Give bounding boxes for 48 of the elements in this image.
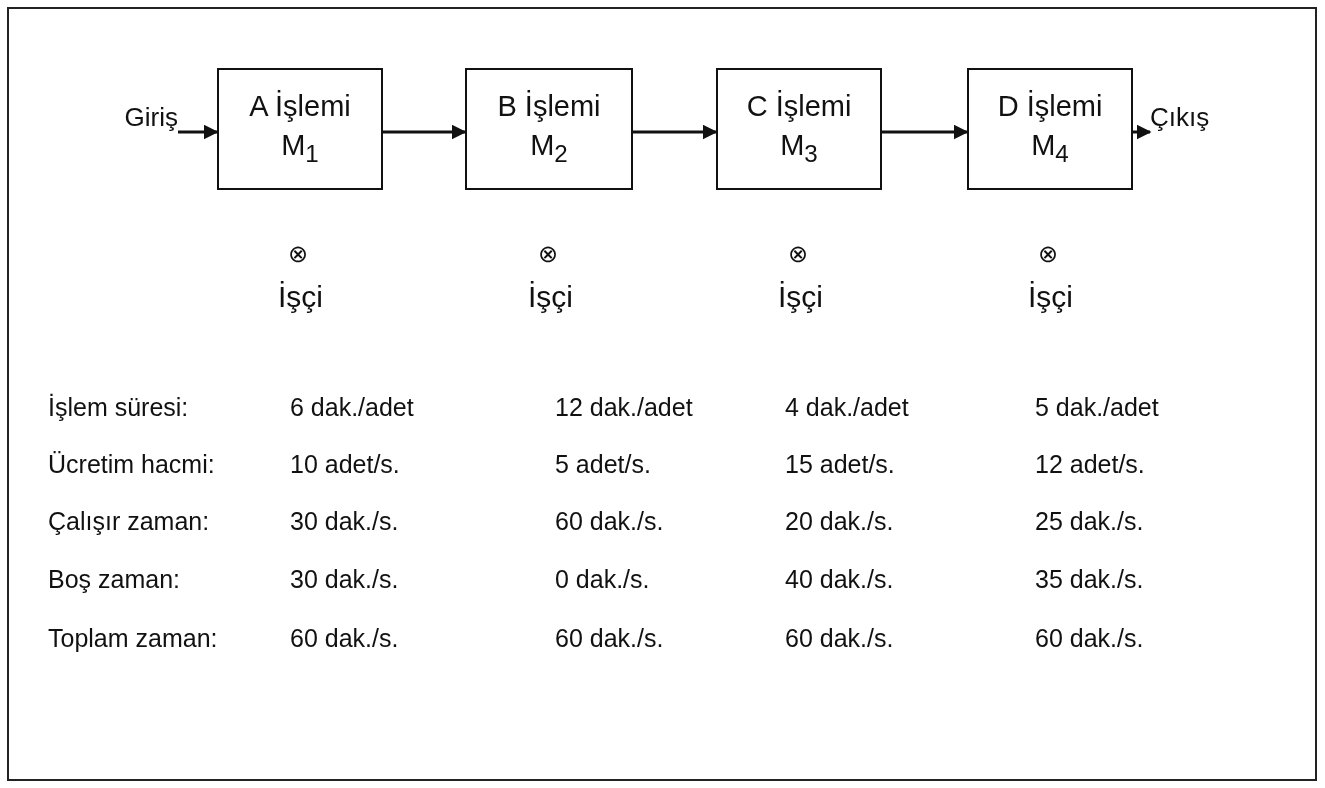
table-value: 60 dak./s.: [1035, 624, 1144, 653]
flow-label: Giriş: [123, 104, 178, 132]
process-box: [716, 68, 882, 190]
table-value: 5 adet/s.: [555, 450, 651, 479]
process-label: C İşlemi M$_{3}$: [745, 89, 853, 170]
table-value: 12 dak./adet: [555, 393, 693, 422]
flow-label: Çıkış: [1150, 104, 1211, 132]
table-value: 4 dak./adet: [785, 393, 909, 422]
table-value: 0 dak./s.: [555, 565, 650, 594]
worker-label: İşçi: [778, 280, 823, 314]
table-value: 20 dak./s.: [785, 507, 894, 536]
worker-symbol: ⊗: [288, 240, 308, 268]
worker-symbol: ⊗: [538, 240, 558, 268]
table-value: 40 dak./s.: [785, 565, 894, 594]
process-label: D İşlemi M$_{4}$: [996, 89, 1104, 170]
worker-label: İşçi: [1028, 280, 1073, 314]
table-value: 30 dak./s.: [290, 565, 399, 594]
table-value: 25 dak./s.: [1035, 507, 1144, 536]
row-header: Ücretim hacmi:: [48, 450, 215, 479]
row-header: Çalışır zaman:: [48, 507, 210, 536]
process-label: A İşlemi M$_{1}$: [248, 89, 352, 170]
table-value: 60 dak./s.: [555, 507, 664, 536]
row-header: İşlem süresi:: [48, 393, 189, 422]
table-value: 6 dak./adet: [290, 393, 414, 422]
process-box: [465, 68, 633, 190]
arrow: [383, 124, 467, 140]
table-value: 35 dak./s.: [1035, 565, 1144, 594]
row-header: Toplam zaman:: [48, 624, 218, 653]
table-value: 60 dak./s.: [290, 624, 399, 653]
worker-symbol: ⊗: [788, 240, 808, 268]
process-box: [967, 68, 1133, 190]
table-value: 10 adet/s.: [290, 450, 400, 479]
worker-label: İşçi: [278, 280, 323, 314]
table-value: 60 dak./s.: [785, 624, 894, 653]
table-value: 12 adet/s.: [1035, 450, 1145, 479]
process-label: B İşlemi M$_{2}$: [496, 89, 602, 170]
arrow: [633, 124, 718, 140]
table-value: 5 dak./adet: [1035, 393, 1159, 422]
row-header: Boş zaman:: [48, 565, 180, 594]
table-value: 30 dak./s.: [290, 507, 399, 536]
arrow: [178, 124, 219, 140]
worker-label: İşçi: [528, 280, 573, 314]
arrow: [1133, 124, 1152, 140]
table-value: 60 dak./s.: [555, 624, 664, 653]
table-value: 15 adet/s.: [785, 450, 895, 479]
arrow: [882, 124, 969, 140]
worker-symbol: ⊗: [1038, 240, 1058, 268]
process-box: [217, 68, 383, 190]
